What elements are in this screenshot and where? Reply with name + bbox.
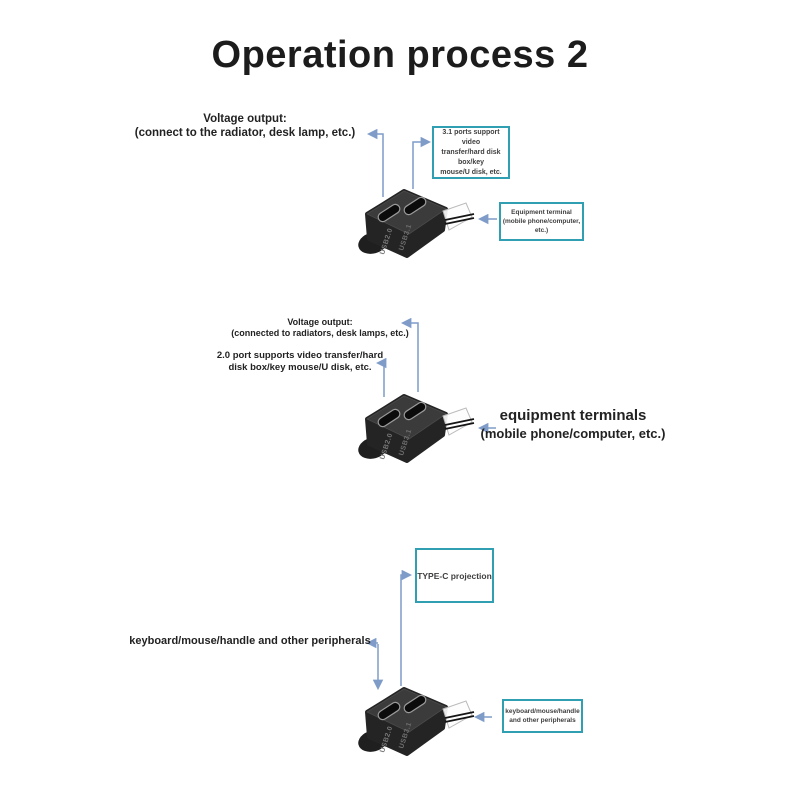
s3-peripherals-label: keyboard/mouse/handle and other peripher…: [115, 635, 385, 648]
s2-voltage-line2: (connected to radiators, desk lamps, etc…: [231, 328, 409, 338]
arrow-s3-port-to-projection-box: [400, 569, 413, 686]
s1-ports-box-line1: 3.1 ports support video: [442, 128, 500, 146]
usb-adapter-image-2: [357, 389, 479, 467]
s2-ports-line1: 2.0 port supports video transfer/hard: [216, 350, 384, 361]
s1-terminal-line2: (mobile phone/computer, etc.): [502, 218, 581, 234]
s2-voltage-line1: Voltage output:: [287, 317, 353, 327]
s3-periph-box-line2: and other peripherals: [509, 717, 576, 724]
s3-peripherals-callout-box: keyboard/mouse/handle and other peripher…: [502, 699, 583, 733]
s3-typec-projection-box: TYPE-C projection: [415, 548, 494, 603]
s2-terminal-line2: (mobile phone/computer, etc.): [480, 426, 666, 441]
usb-adapter-image-1: [357, 184, 479, 262]
s1-terminal-line1: Equipment terminal: [511, 209, 572, 216]
s3-periph-box-line1: keyboard/mouse/handle: [505, 708, 580, 715]
s1-ports-callout-box: 3.1 ports support video transfer/hard di…: [432, 126, 510, 179]
s1-voltage-output-label: Voltage output: (connect to the radiator…: [120, 112, 370, 140]
s1-ports-box-line3: mouse/U disk, etc.: [440, 168, 502, 176]
s2-voltage-output-label: Voltage output: (connected to radiators,…: [230, 317, 410, 339]
s1-voltage-line1: Voltage output:: [203, 113, 287, 125]
s1-equipment-terminal-box: Equipment terminal (mobile phone/compute…: [499, 202, 584, 241]
s1-voltage-line2: (connect to the radiator, desk lamp, etc…: [134, 127, 356, 139]
s3-projection-text: TYPE-C projection: [417, 570, 492, 581]
page-title: Operation process 2: [211, 34, 589, 76]
s2-terminal-line1: equipment terminals: [499, 407, 647, 424]
s2-ports-label: 2.0 port supports video transfer/hard di…: [210, 350, 390, 374]
arrow-s1-port-to-ports-box: [412, 136, 432, 189]
s3-peripherals-text: keyboard/mouse/handle and other peripher…: [129, 635, 371, 647]
s1-ports-box-line2: transfer/hard disk box/key: [441, 148, 501, 166]
s2-equipment-terminals-label: equipment terminals (mobile phone/comput…: [463, 407, 683, 443]
usb-adapter-image-3: [357, 682, 479, 760]
s2-ports-line2: disk box/key mouse/U disk, etc.: [228, 362, 372, 373]
